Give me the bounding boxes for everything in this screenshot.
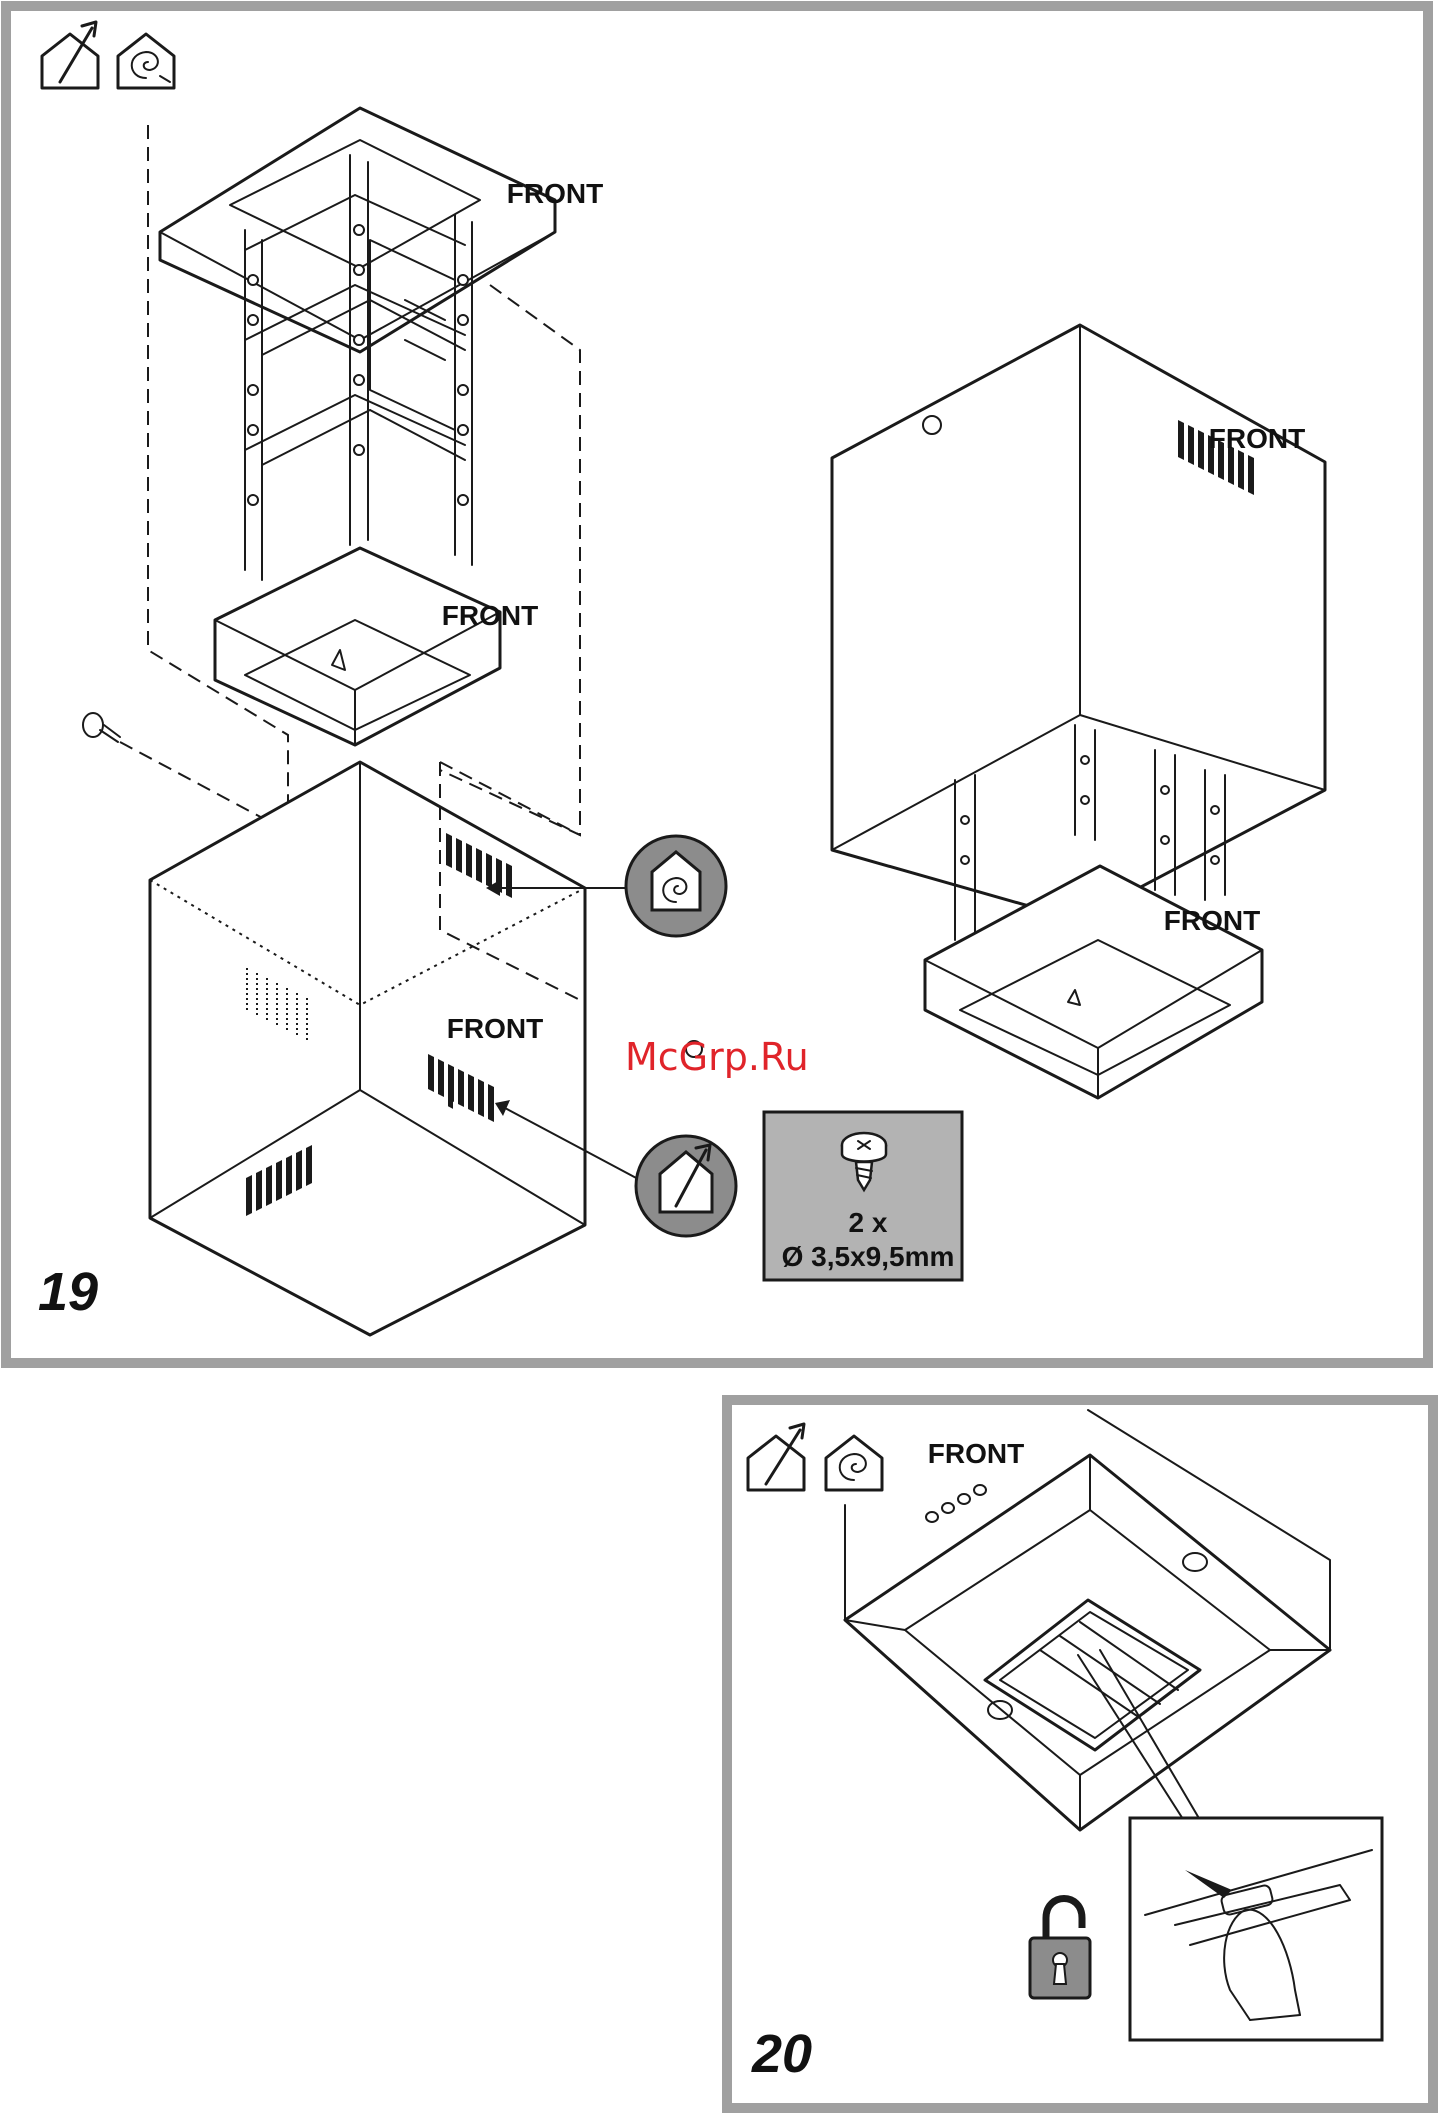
front-label: FRONT — [507, 178, 603, 209]
screw-size: Ø 3,5x9,5mm — [782, 1241, 955, 1272]
screw-spec-box: 2 x Ø 3,5x9,5mm — [764, 1112, 962, 1280]
figure-number: 20 — [751, 2024, 812, 2084]
front-label: FRONT — [442, 600, 538, 631]
front-label: FRONT — [1164, 905, 1260, 936]
recirculation-badge-icon — [626, 836, 726, 936]
screw-quantity: 2 x — [849, 1207, 888, 1238]
front-label: FRONT — [1209, 423, 1305, 454]
watermark: McGrp.Ru — [625, 1035, 809, 1079]
handle-detail-inset — [1130, 1818, 1382, 2040]
front-label: FRONT — [928, 1438, 1024, 1469]
ducted-badge-icon — [636, 1136, 736, 1236]
front-label: FRONT — [447, 1013, 543, 1044]
panel-19: 2 x Ø 3,5x9,5mm FRONT FRONT FRONT F — [6, 6, 1428, 1363]
panel-20: FRONT — [727, 1400, 1433, 2108]
figure-number: 19 — [38, 1262, 98, 1322]
